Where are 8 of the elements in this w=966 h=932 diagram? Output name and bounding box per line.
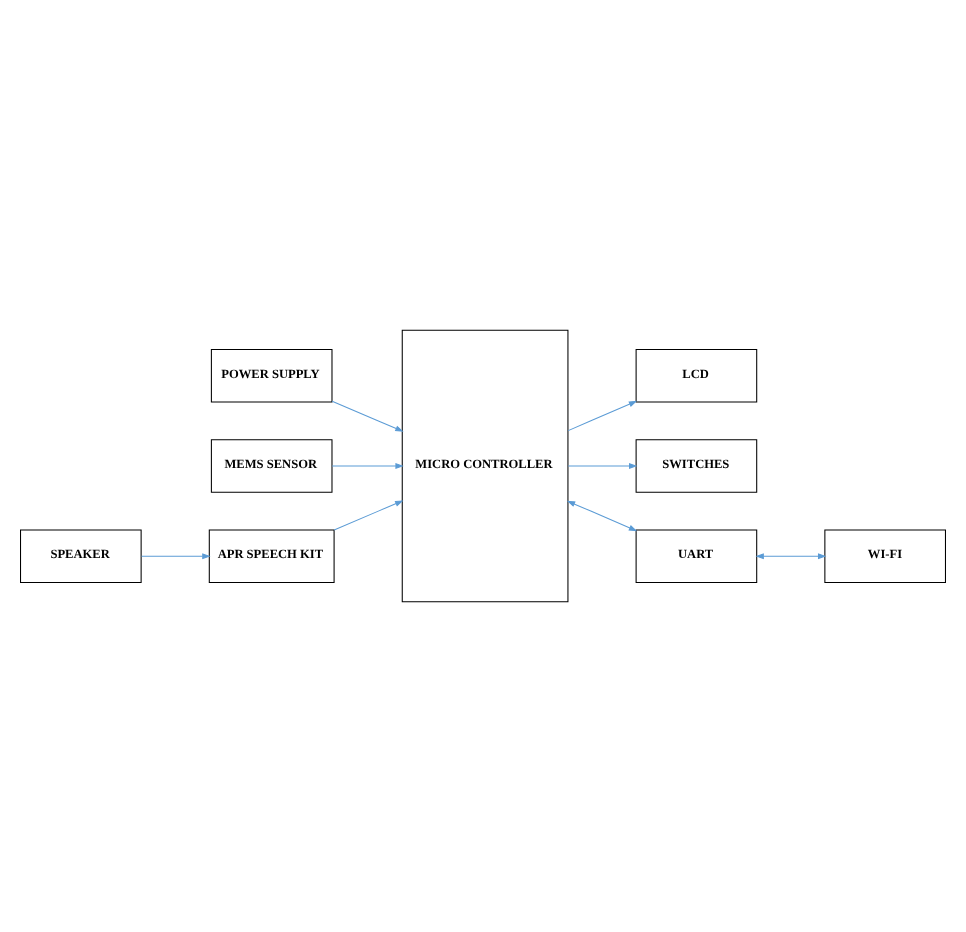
arrow: [566, 500, 638, 532]
arrow: [331, 400, 404, 432]
arrow: [331, 463, 404, 469]
arrow: [567, 463, 638, 469]
arrow: [141, 553, 211, 560]
arrow: [333, 500, 404, 531]
arrow: [567, 400, 638, 432]
arrow: [755, 553, 827, 560]
